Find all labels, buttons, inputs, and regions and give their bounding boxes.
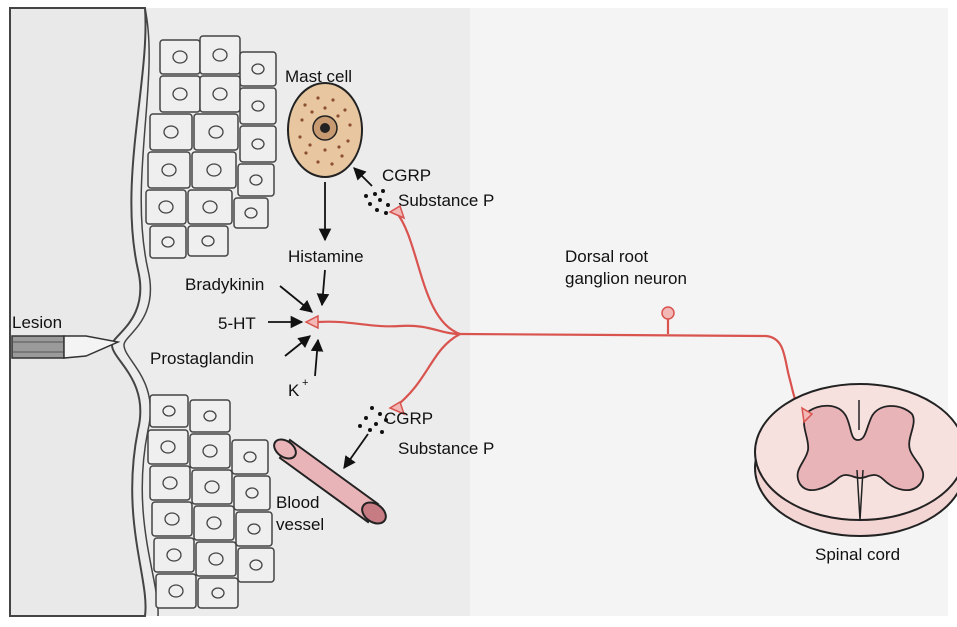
label-bradykinin: Bradykinin [185,275,264,294]
label-lesion: Lesion [12,313,62,332]
label-5ht: 5-HT [218,314,256,333]
label-dorsal-root-line2: ganglion neuron [565,269,687,288]
label-prostaglandin: Prostaglandin [150,349,254,368]
label-spinal-cord: Spinal cord [815,545,900,564]
label-dorsal-root-line1: Dorsal root [565,247,648,266]
label-mast-cell: Mast cell [285,67,352,86]
label-cgrp-top: CGRP [382,166,431,185]
label-histamine: Histamine [288,247,364,266]
label-cgrp-bottom: CGRP [384,409,433,428]
label-substance-p-bottom: Substance P [398,439,494,458]
label-k-plus: K [288,381,300,400]
label-k-plus-sup: + [302,377,308,389]
spinal-cord [755,384,957,536]
ganglion-soma [662,307,674,319]
label-substance-p-top: Substance P [398,191,494,210]
mast-cell [288,83,362,177]
label-vessel: vessel [276,515,324,534]
label-blood: Blood [276,493,319,512]
